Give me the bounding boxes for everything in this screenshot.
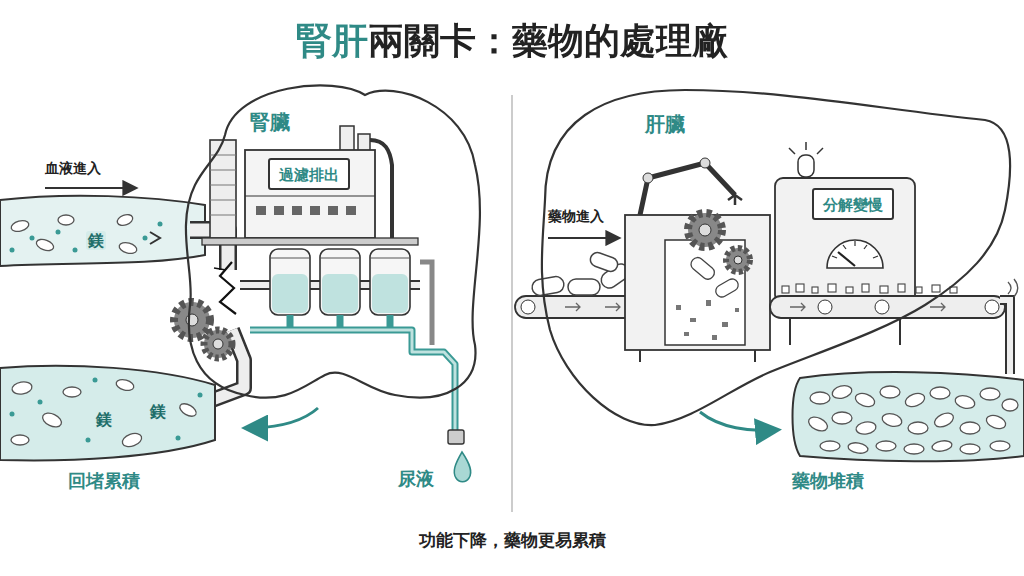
box-label: 過濾排出 bbox=[279, 166, 339, 184]
organ-name: 腎臟 bbox=[250, 110, 290, 134]
process-box: 分解變慢 bbox=[812, 188, 894, 220]
diagram-caption: 功能下降，藥物更易累積 bbox=[419, 530, 606, 550]
organ-outline-path bbox=[542, 90, 1010, 425]
organ-outline bbox=[525, 80, 1015, 430]
diagram-title: 腎肝兩關卡：藥物的處理廠 bbox=[296, 18, 728, 63]
output-label: 尿液 bbox=[398, 468, 434, 490]
flow-label: 血液進入 bbox=[45, 160, 101, 177]
kidney-organ: 腎臟過濾排出 bbox=[165, 75, 485, 405]
liver-organ: 肝臟分解變慢 bbox=[525, 80, 1015, 430]
status-label: 回堵累積 bbox=[68, 470, 140, 492]
flow-label: 藥物進入 bbox=[548, 208, 604, 225]
process-box: 過濾排出 bbox=[268, 158, 350, 190]
box-label: 分解變慢 bbox=[823, 196, 883, 214]
ion-label: 鎂 bbox=[148, 402, 168, 421]
organ-outline bbox=[165, 75, 485, 405]
ion-label: 鎂 bbox=[94, 410, 114, 429]
ion-label: 鎂 bbox=[86, 231, 106, 250]
organ-outline-path bbox=[186, 85, 480, 397]
organ-name: 肝臟 bbox=[645, 112, 685, 136]
status-label: 藥物堆積 bbox=[792, 470, 864, 492]
